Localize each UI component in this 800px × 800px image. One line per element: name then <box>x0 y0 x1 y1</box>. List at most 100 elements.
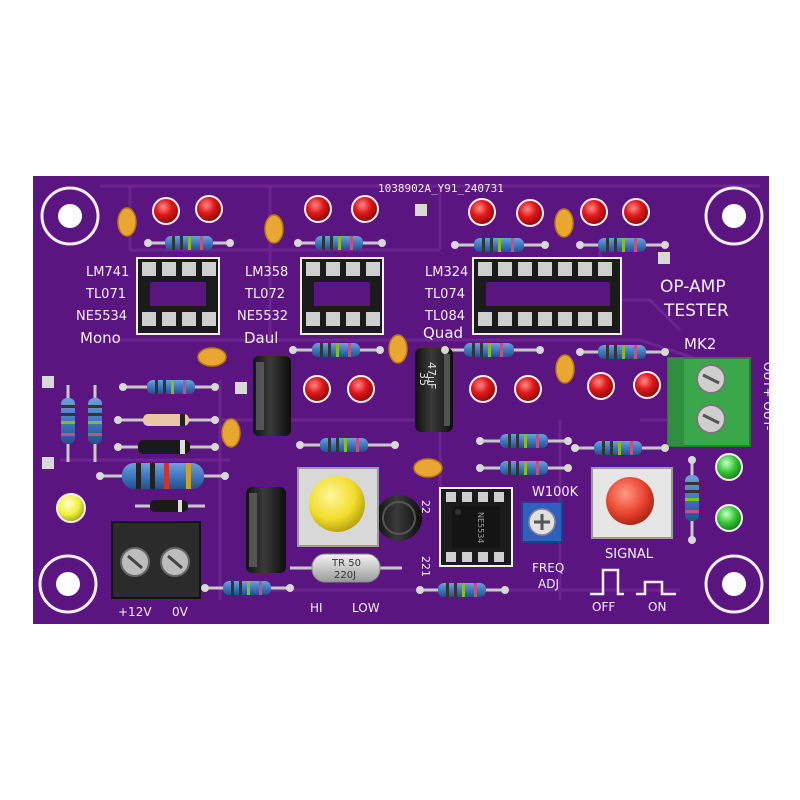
test-pad <box>415 204 427 216</box>
pulse-symbol-icon <box>590 568 676 596</box>
red-led <box>469 375 497 403</box>
mount-hole-top-right <box>704 186 764 246</box>
capacitor-voltage: 35 <box>417 372 430 386</box>
green-led <box>715 504 743 532</box>
red-led <box>580 198 608 226</box>
power-label-positive: +12V <box>118 605 152 619</box>
electrolytic-capacitor <box>253 356 291 436</box>
mount-hole-top-left <box>40 186 100 246</box>
output-terminal-block[interactable] <box>667 357 751 447</box>
test-pad <box>42 376 54 388</box>
ic-socket-mono <box>136 257 220 335</box>
trimmer-label-1: FREQ <box>532 561 564 575</box>
red-led <box>347 375 375 403</box>
socket-part-2: TL071 <box>85 287 126 302</box>
op-amp-chip: NE5534 <box>439 487 513 567</box>
diode <box>118 414 215 426</box>
resistor <box>685 460 699 540</box>
socket-part-3: NE5532 <box>237 309 288 324</box>
mount-hole-bottom-right <box>704 554 764 614</box>
red-led <box>633 371 661 399</box>
power-terminal-block[interactable] <box>111 521 201 599</box>
resistor <box>293 343 380 357</box>
resistors <box>61 236 699 597</box>
switch-label-low: LOW <box>352 601 380 615</box>
chip-label: NE5534 <box>476 512 485 543</box>
power-label-ground: 0V <box>172 605 189 619</box>
ceramic-capacitor <box>264 214 284 244</box>
yellow-led <box>56 493 86 523</box>
capacitor-label: 221 <box>419 556 432 577</box>
resistor <box>298 236 382 250</box>
resistor <box>455 238 545 252</box>
resistor <box>61 385 75 462</box>
ic-socket-quad <box>472 257 622 335</box>
test-pad <box>42 457 54 469</box>
capacitor-label: 22 <box>419 500 432 514</box>
output-connector-label: MK2 <box>684 335 716 353</box>
mounting-holes <box>38 186 764 614</box>
power-resistor <box>100 463 225 489</box>
resistor <box>88 385 102 462</box>
ceramic-capacitor <box>197 347 227 367</box>
electrolytic-capacitor-small <box>376 495 422 541</box>
solder-pads <box>96 239 696 594</box>
resistor <box>480 434 568 448</box>
ceramic-capacitor <box>221 418 241 448</box>
reed-label-2: 220J <box>334 570 356 581</box>
red-led <box>468 198 496 226</box>
socket-part-2: TL072 <box>244 287 285 302</box>
resistor <box>205 581 290 595</box>
red-led <box>516 199 544 227</box>
resistor <box>575 441 665 455</box>
resistor <box>445 343 540 357</box>
red-led <box>152 197 180 225</box>
red-led <box>195 195 223 223</box>
hi-low-push-button[interactable] <box>297 467 379 547</box>
red-led-row-middle <box>303 371 661 403</box>
socket-part-3: NE5534 <box>76 309 127 324</box>
serial-number: 1038902A_Y91_240731 <box>378 182 504 195</box>
electrolytic-capacitor: 47µF 35 <box>415 348 453 432</box>
red-led <box>587 372 615 400</box>
electrolytic-capacitor <box>246 487 286 573</box>
resistor <box>480 461 568 475</box>
resistor <box>148 236 230 250</box>
red-led <box>303 375 331 403</box>
ceramic-capacitor <box>554 208 574 238</box>
signal-push-button[interactable] <box>591 467 673 539</box>
red-led <box>514 375 542 403</box>
socket-part-3: TL084 <box>424 309 465 324</box>
red-led <box>622 198 650 226</box>
red-led <box>304 195 332 223</box>
red-led-row-top <box>152 195 650 227</box>
ceramic-capacitor <box>555 354 575 384</box>
socket-part-2: TL074 <box>424 287 465 302</box>
socket-type: Mono <box>80 329 121 347</box>
red-led <box>351 195 379 223</box>
socket-labels-dual: LM358 TL072 NE5532 Daul <box>237 265 288 347</box>
ic-socket-dual <box>300 257 384 335</box>
socket-part-1: LM358 <box>245 265 288 280</box>
diode <box>135 500 205 512</box>
resistor <box>123 380 215 394</box>
board-title-line1: OP-AMP <box>660 277 726 297</box>
output-label: OUT+ OUT- <box>761 362 775 430</box>
board-title-line2: TESTER <box>663 301 729 321</box>
resistor <box>580 238 665 252</box>
freq-adjust-trimmer[interactable] <box>521 501 563 543</box>
diodes <box>118 414 215 512</box>
ceramic-capacitors <box>117 207 575 478</box>
test-pad <box>235 382 247 394</box>
off-label: OFF <box>592 600 615 614</box>
socket-type: Quad <box>423 324 463 342</box>
test-pad <box>658 252 670 264</box>
resistor <box>300 438 395 452</box>
capacitor-value: 47µF <box>425 362 438 389</box>
resistor <box>420 583 505 597</box>
green-led <box>715 453 743 481</box>
switch-label-hi: HI <box>310 601 323 615</box>
reed-switch: TR 50 220J <box>290 553 402 583</box>
resistor <box>580 345 665 359</box>
